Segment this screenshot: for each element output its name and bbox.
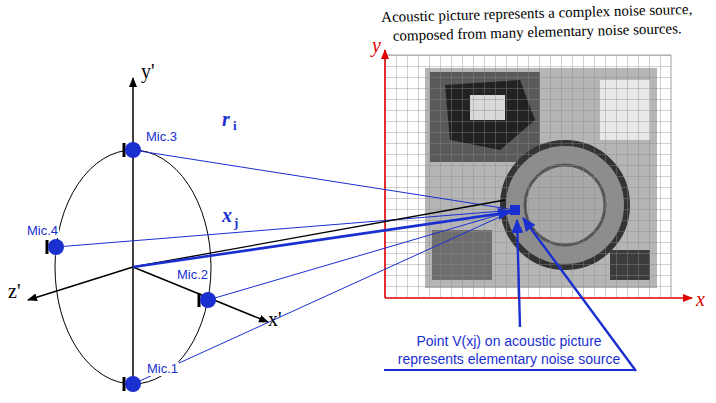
mic-label: Mic.2: [176, 268, 209, 282]
mic-label: Mic.1: [146, 362, 179, 376]
y-prime-axis: [132, 78, 134, 392]
y-axis: [384, 50, 386, 298]
vector-subscript: i: [233, 119, 237, 133]
mic-label: Mic.3: [145, 130, 178, 144]
picture-note: Acoustic picture represents a complex no…: [362, 0, 713, 46]
x-axis: [385, 297, 692, 299]
vector-label: x: [222, 204, 232, 226]
axis-label: x': [268, 308, 282, 330]
r-vector: [133, 200, 505, 267]
x-vector: [133, 212, 511, 267]
x-prime-axis: [133, 267, 268, 322]
axis-label: y': [141, 60, 155, 82]
callout-note: Point V(xj) on acoustic picture represen…: [384, 333, 634, 371]
z-prime-axis: [28, 267, 133, 300]
grid: [385, 55, 671, 297]
vector-label: r: [222, 108, 230, 130]
microphones: [47, 142, 216, 392]
callout-arrow: [517, 220, 520, 327]
source-point: [510, 205, 520, 215]
axis-label: y: [372, 34, 381, 56]
vector-subscript: j: [234, 216, 238, 230]
mic-label: Mic.4: [26, 224, 59, 238]
axis-label: z': [8, 280, 20, 302]
axis-label: x: [696, 288, 705, 310]
